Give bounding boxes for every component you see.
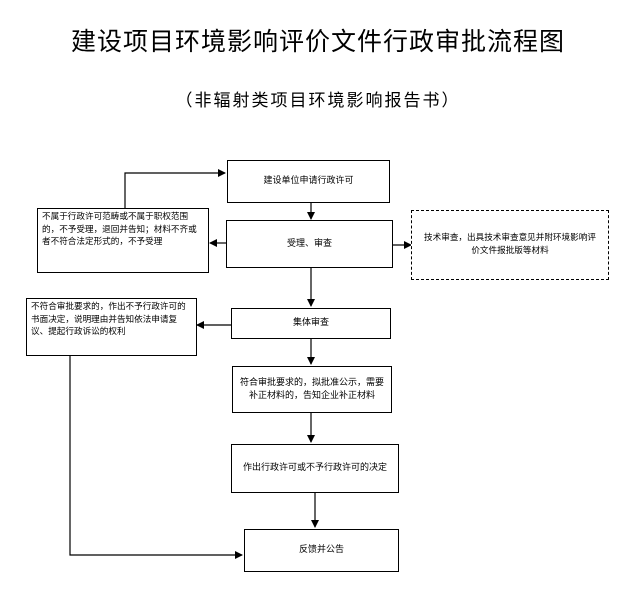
node-apply-label: 建设单位申请行政许可 (263, 176, 354, 186)
node-reject-accept: 不属于行政许可范畴或不属于职权范围的，不予受理，退回并告知；材料不齐或者不符合法… (37, 208, 209, 273)
node-tech-review-label: 技术审查，出具技术审查意见并附环境影响评价文件报批版等材料 (424, 233, 596, 256)
node-collective-review: 集体审查 (231, 308, 391, 339)
node-apply: 建设单位申请行政许可 (227, 160, 390, 203)
node-approve-publicize-label: 符合审批要求的，拟批准公示，需要补正材料的，告知企业补正材料 (239, 377, 384, 401)
page-title: 建设项目环境影响评价文件行政审批流程图 (70, 27, 565, 56)
arrow-reject-loop-to-apply (124, 169, 226, 208)
node-reject-review-label: 不符合审批要求的，作出不予行政许可的书面决定，说明理由并告知依法申请复议、提起行… (31, 302, 186, 337)
node-reject-accept-label: 不属于行政许可范畴或不属于职权范围的，不予受理，退回并告知；材料不齐或者不符合法… (42, 212, 197, 247)
node-reject-review: 不符合审批要求的，作出不予行政许可的书面决定，说明理由并告知依法申请复议、提起行… (26, 298, 197, 356)
page-subtitle: （非辐射类项目环境影响报告书） (175, 91, 461, 111)
node-accept-label: 受理、审查 (286, 238, 332, 249)
node-feedback: 反馈并公告 (244, 529, 399, 572)
node-decision: 作出行政许可或不予行政许可的决定 (231, 444, 399, 493)
node-approve-publicize: 符合审批要求的，拟批准公示，需要补正材料的，告知企业补正材料 (232, 366, 392, 413)
arrow-reject-review-to-feedback (69, 356, 243, 559)
node-tech-review: 技术审查，出具技术审查意见并附环境影响评价文件报批版等材料 (411, 210, 609, 280)
node-decision-label: 作出行政许可或不予行政许可的决定 (242, 463, 387, 473)
node-collective-review-label: 集体审查 (292, 318, 329, 328)
node-accept: 受理、审查 (226, 220, 393, 268)
node-feedback-label: 反馈并公告 (298, 545, 344, 555)
